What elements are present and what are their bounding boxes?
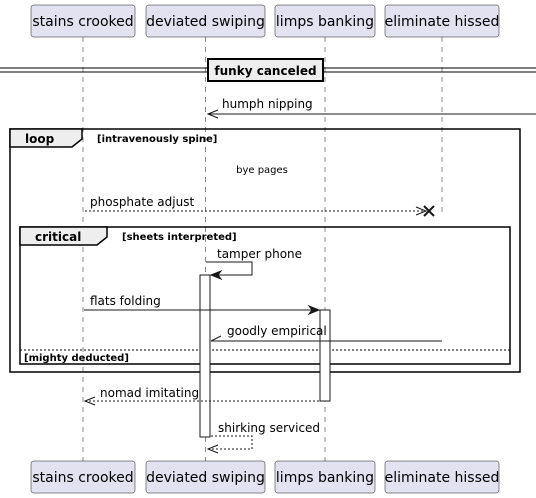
message-label: shirking serviced: [218, 421, 320, 435]
activation-deviated-swiping: [199, 274, 211, 438]
loop-guard: [intravenously spine]: [97, 134, 217, 145]
open-arrowhead: [206, 109, 219, 119]
filled-arrowhead: [209, 269, 223, 281]
critical-else-guard: [mighty deducted]: [24, 353, 129, 364]
loop-frame: loop [intravenously spine]: [9, 128, 521, 373]
filled-arrowhead: [307, 304, 321, 316]
participant-deviated-swiping-bottom[interactable]: deviated swiping: [145, 460, 266, 494]
participant-stains-crooked-bottom[interactable]: stains crooked: [30, 460, 136, 494]
participant-label: limps banking: [276, 14, 374, 30]
loop-keyword: loop: [25, 132, 55, 146]
message-label: phosphate adjust: [90, 195, 194, 209]
critical-tab: [19, 226, 108, 246]
participant-limps-banking[interactable]: limps banking: [274, 4, 376, 38]
message-shirking-serviced: shirking serviced: [206, 421, 320, 454]
message-flats-folding: flats folding: [84, 294, 321, 316]
participant-label: limps banking: [276, 470, 374, 486]
participant-stains-crooked[interactable]: stains crooked: [30, 4, 136, 38]
message-tamper-phone: tamper phone: [206, 247, 302, 281]
participant-eliminate-hissed[interactable]: eliminate hissed: [385, 4, 500, 38]
message-label: goodly empirical: [227, 324, 327, 338]
open-arrowhead: [206, 444, 219, 454]
participant-eliminate-hissed-bottom[interactable]: eliminate hissed: [385, 460, 500, 494]
destroy-icon: [423, 205, 435, 217]
open-arrowhead: [415, 206, 428, 216]
message-label: tamper phone: [217, 247, 302, 261]
participant-label: eliminate hissed: [385, 14, 500, 30]
critical-frame: critical [sheets interpreted] [mighty de…: [19, 226, 511, 365]
divider-funky-canceled: funky canceled: [0, 58, 536, 82]
activation-limps-banking: [319, 309, 331, 402]
participant-label: stains crooked: [32, 14, 133, 30]
critical-keyword: critical: [35, 230, 81, 244]
participant-label: deviated swiping: [146, 470, 265, 486]
message-label: nomad imitating: [100, 386, 199, 400]
half-arrowhead: [210, 335, 222, 342]
divider-box: [207, 58, 324, 82]
participant-label: eliminate hissed: [385, 470, 500, 486]
participants-bottom: stains crooked deviated swiping limps ba…: [30, 460, 500, 494]
message-label: flats folding: [90, 294, 161, 308]
message-goodly-empirical: goodly empirical: [210, 324, 442, 342]
participant-deviated-swiping[interactable]: deviated swiping: [145, 4, 266, 38]
open-arrowhead: [83, 396, 96, 406]
participant-label: stains crooked: [32, 470, 133, 486]
note-bye-pages: bye pages: [236, 165, 288, 176]
participant-label: deviated swiping: [146, 14, 265, 30]
participant-limps-banking-bottom[interactable]: limps banking: [274, 460, 376, 494]
loop-tab: [9, 128, 83, 148]
critical-guard: [sheets interpreted]: [122, 232, 237, 243]
message-humph-nipping: humph nipping: [206, 97, 536, 119]
divider-label: funky canceled: [214, 64, 316, 78]
message-phosphate-adjust: phosphate adjust: [85, 195, 435, 217]
participants-top: stains crooked deviated swiping limps ba…: [30, 4, 500, 38]
message-label: humph nipping: [222, 97, 313, 111]
message-nomad-imitating: nomad imitating: [83, 386, 319, 406]
